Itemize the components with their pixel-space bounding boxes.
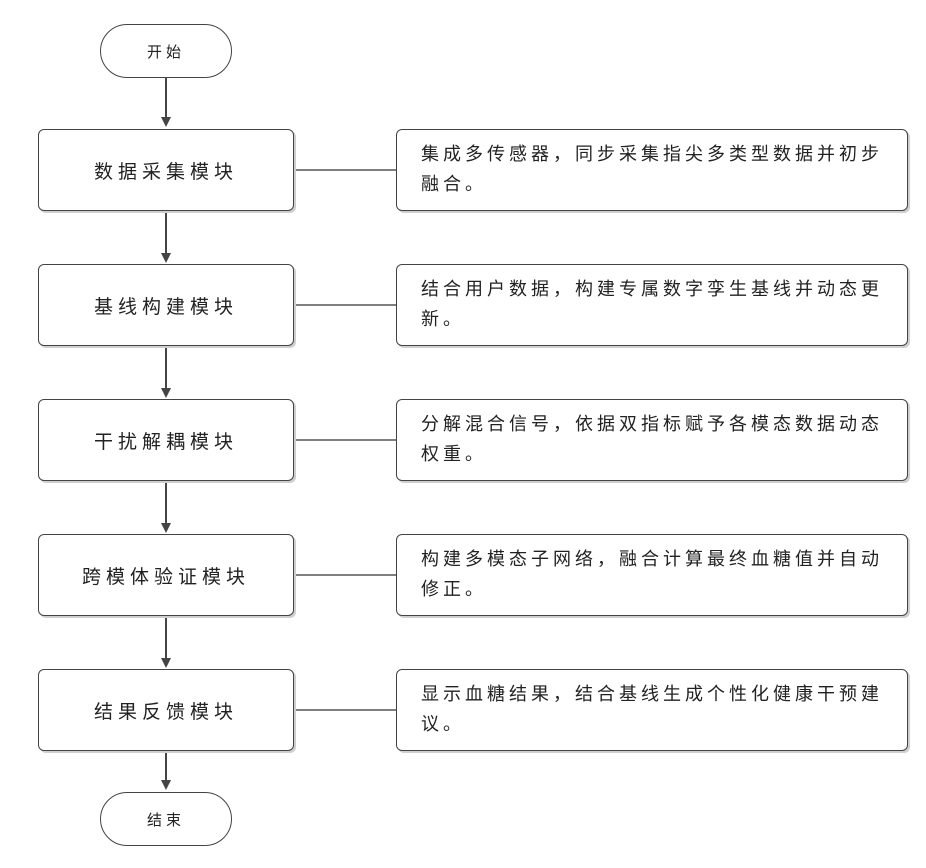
module-result-feedback: 结果反馈模块	[38, 669, 294, 751]
description-text: 集成多传感器，同步采集指尖多类型数据并初步融合。	[421, 140, 883, 200]
module-baseline-construction: 基线构建模块	[38, 264, 294, 346]
module-label: 跨模体验证模块	[82, 562, 250, 589]
module-label: 数据采集模块	[94, 157, 238, 184]
description-text: 分解混合信号，依据双指标赋予各模态数据动态权重。	[421, 410, 883, 470]
description-text: 显示血糖结果，结合基线生成个性化健康干预建议。	[421, 680, 883, 740]
description-data-collection: 集成多传感器，同步采集指尖多类型数据并初步融合。	[396, 129, 908, 211]
module-label: 基线构建模块	[94, 292, 238, 319]
description-baseline-construction: 结合用户数据，构建专属数字孪生基线并动态更新。	[396, 264, 908, 346]
module-interference-decoupling: 干扰解耦模块	[38, 399, 294, 481]
description-text: 构建多模态子网络，融合计算最终血糖值并自动修正。	[421, 545, 883, 605]
description-cross-modal-verification: 构建多模态子网络，融合计算最终血糖值并自动修正。	[396, 534, 908, 616]
start-label: 开始	[147, 41, 185, 62]
module-cross-modal-verification: 跨模体验证模块	[38, 534, 294, 616]
start-node: 开始	[100, 24, 232, 78]
end-label: 结束	[147, 809, 185, 830]
description-result-feedback: 显示血糖结果，结合基线生成个性化健康干预建议。	[396, 669, 908, 751]
description-text: 结合用户数据，构建专属数字孪生基线并动态更新。	[421, 275, 883, 335]
description-interference-decoupling: 分解混合信号，依据双指标赋予各模态数据动态权重。	[396, 399, 908, 481]
module-data-collection: 数据采集模块	[38, 129, 294, 211]
end-node: 结束	[100, 792, 232, 846]
module-label: 结果反馈模块	[94, 697, 238, 724]
module-label: 干扰解耦模块	[94, 427, 238, 454]
